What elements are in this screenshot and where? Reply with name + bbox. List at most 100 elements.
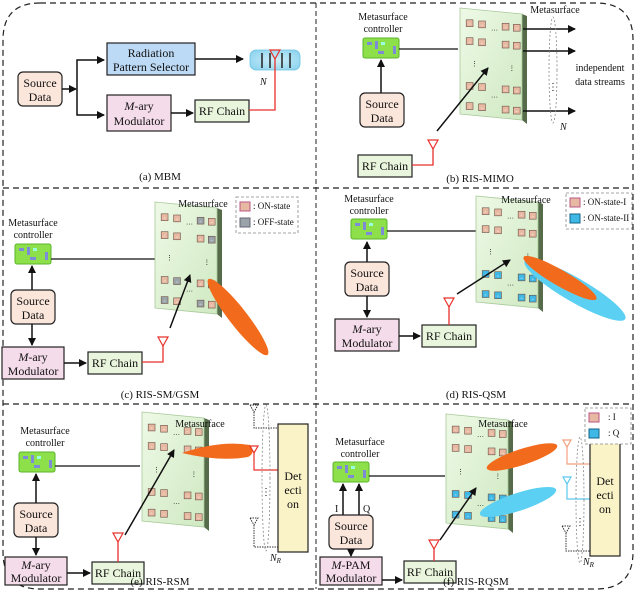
metasurface-element (529, 229, 537, 238)
legend-on-state-i: : ON-state-I (583, 197, 626, 207)
rf-chain-label: RF Chain (199, 104, 245, 118)
detection-label: ecti (596, 488, 614, 502)
legend-on-state: : ON-state (253, 201, 290, 211)
beam-orange (523, 255, 597, 301)
metasurface-element (513, 24, 521, 32)
metasurface-element (173, 277, 181, 285)
rf-chain-box (194, 99, 250, 123)
metasurface-element (487, 429, 496, 437)
metasurface-element (160, 276, 169, 284)
metasurface-element (481, 225, 490, 233)
metasurface-element (499, 448, 507, 457)
svg-text:⋮: ⋮ (457, 468, 464, 476)
nr-label: NR (269, 553, 282, 565)
metasurface-label: Metasurface (175, 419, 225, 430)
legend-i: : I (608, 412, 616, 422)
metasurface-element (478, 103, 486, 111)
svg-text:…: … (186, 218, 193, 226)
modulator-box (334, 318, 400, 352)
metasurface-element (208, 235, 216, 244)
metasurface-panel: ……⋮⋮ (154, 201, 222, 318)
metasurface-element (208, 218, 216, 226)
panel-caption: (d) RIS-QSM (446, 389, 506, 401)
metasurface-element (160, 510, 168, 518)
legend-off-state: : OFF-state (253, 217, 294, 227)
svg-text:…: … (491, 24, 498, 32)
metasurface-element (529, 294, 537, 303)
metasurface-element (517, 293, 526, 302)
controller-label: controller (26, 438, 66, 449)
svg-text:⋮: ⋮ (575, 517, 585, 528)
metasurface-element (529, 212, 537, 220)
metasurface-element (196, 279, 205, 288)
source-data-label: Source (334, 519, 367, 533)
metasurface-element (464, 512, 472, 520)
metasurface-element (487, 447, 496, 456)
metasurface-panel: ……⋮⋮ (475, 195, 543, 312)
source-data-label: Source (350, 266, 383, 280)
radiation-selector-label: Pattern Selector (113, 60, 189, 74)
i-label: I (335, 504, 338, 515)
svg-text:⋮: ⋮ (508, 65, 515, 73)
svg-text:…: … (491, 92, 498, 100)
metasurface-element (513, 41, 521, 50)
svg-text:…: … (186, 286, 193, 294)
q-label: Q (363, 504, 371, 515)
svg-text:⋮: ⋮ (471, 60, 478, 68)
modulator-label: Modulator (114, 114, 165, 128)
detection-label: Det (596, 474, 614, 488)
metasurface-element (160, 231, 169, 239)
panel-caption: (a) MBM (139, 171, 181, 183)
beam-orange (486, 443, 558, 471)
panel-f-ris-rqsm: Metasurface controller I Q Source Data M… (319, 407, 632, 588)
svg-text:⋮: ⋮ (153, 466, 160, 474)
rf-chain-label: RF Chain (92, 356, 138, 370)
metasurface-element (160, 213, 169, 221)
radiation-selector-label: Radiation (128, 46, 175, 60)
metasurface-element (196, 216, 205, 225)
metasurface-element (464, 426, 472, 435)
antenna-icon (156, 336, 170, 348)
detection-label: on (599, 502, 611, 516)
panel-a-mbm: Source Data Radiation Pattern Selector N… (17, 42, 301, 183)
source-data-label: Data (22, 308, 45, 322)
source-data-label: Data (29, 90, 52, 104)
nr-label: NR (582, 557, 595, 569)
metasurface-element (517, 210, 526, 219)
svg-text:⋮: ⋮ (261, 487, 271, 498)
svg-text:⋮: ⋮ (166, 254, 173, 262)
controller-label: Metasurface (8, 218, 58, 229)
metasurface-element (517, 273, 526, 282)
metasurface-element (160, 489, 168, 497)
metasurface-element (147, 508, 156, 517)
metasurface-element (160, 296, 169, 304)
antenna-icon (427, 539, 441, 551)
receiver-antennas: ⋮ (561, 436, 590, 564)
metasurface-element (478, 38, 486, 47)
metasurface-element (481, 290, 490, 298)
panel-b-ris-mimo: Metasurface controller Source Data ……⋮⋮ … (357, 5, 625, 185)
beam-blue (479, 486, 557, 518)
metasurface-element (451, 425, 460, 434)
antenna-icon (426, 139, 440, 151)
panel-caption: (e) RIS-RSM (131, 576, 190, 588)
panel-caption: (f) RIS-RQSM (443, 576, 509, 588)
metasurface-element (529, 274, 537, 283)
metasurface-controller-icon (332, 461, 370, 483)
metasurface-controller-icon (350, 218, 388, 240)
metasurface-label: Metasurface (501, 195, 551, 206)
metasurface-element (183, 427, 192, 435)
metasurface-element (501, 85, 510, 94)
receiver-antennas: ⋮ (248, 404, 278, 552)
source-data-label: Source (16, 294, 49, 308)
metasurface-label: Metasurface (478, 419, 528, 430)
legend: : ON-state : OFF-state (235, 196, 299, 234)
metasurface-element (173, 214, 181, 223)
controller-label: Metasurface (20, 426, 70, 437)
rf-chain-box (87, 351, 143, 375)
metasurface-element (478, 20, 486, 29)
metasurface-element (451, 490, 460, 498)
source-data-box (10, 289, 56, 325)
